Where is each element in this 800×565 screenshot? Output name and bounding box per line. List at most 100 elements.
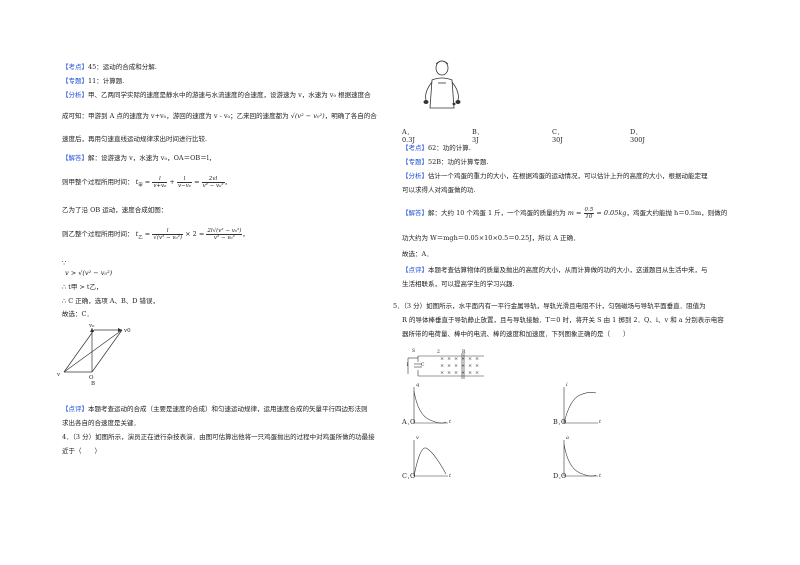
circuit-label-1: 1 [406,363,409,368]
yi-sub: 乙 [138,235,143,241]
field-mark: × [440,370,445,376]
r-jieda-text-1a: 解：大约 10 个鸡蛋 1 斤，一个鸡蛋的质量约为 [428,209,566,217]
yi-frac-2: 2l√(v² − v₀²)v² − v₀² [206,228,243,241]
jieda-tag: 【解答】 [62,154,88,162]
field-mark: × [447,356,452,362]
fig-label-o: O [89,375,94,381]
field-mark: × [468,356,473,362]
yi-intro: 乙为了沿 OB 运动，速度合成如图： [62,206,168,214]
conclusion-text: ∴ C 正确，选项 A、B、D 错误， [62,297,160,305]
dianping-tag: 【点评】 [62,405,88,413]
velocity-parallelogram-figure [63,328,123,373]
field-mark: × [461,356,466,362]
field-mark: × [454,370,459,376]
zhuanti-text: 11：计算题. [88,77,125,85]
circuit-label-2: 2 [437,350,440,355]
graph-d-origin: O [561,472,567,480]
field-mark: × [468,363,473,369]
graph-b-origin: O [561,418,567,426]
field-mark: × [475,370,480,376]
q4-option-c: C．30J [552,128,564,144]
yi-formula: 则乙整个过程所用时间： t乙 = l√(v² − v₀²) × 2 = 2l√(… [62,227,249,245]
q4-text-2: 近于（ ） [62,447,101,455]
circuit-label-s: S [412,349,416,354]
jia-t: t [135,178,139,186]
r-jieda-mval: = 0.05kg [596,209,627,217]
r-jieda-text-1b: ，鸡蛋大约能抛 h＝0.5m，则做的 [626,209,728,217]
r-dianping-text-2: 生活相联系，可以提高学生的学习兴趣. [402,280,515,288]
fig-label-v0: v0 [124,328,131,334]
graph-d-xlabel: t [599,473,602,479]
therefore-text: ∴ t甲 > t乙， [62,283,103,291]
kaodian-line: 【考点】45：运动的合成和分解. [62,63,157,71]
r-fenxi-line-2: 可以求得人对鸡蛋做的功. [402,186,476,194]
fenxi-text-3: 速度后，再用匀速直线运动规律求出时间进行比较. [62,135,208,143]
field-mark: × [440,356,445,362]
graph-c-letter: C． [402,472,414,480]
fenxi-sqrt-expr: √(v² − v₀²) [290,112,325,120]
juggler-figure [423,60,461,109]
field-mark: × [461,363,466,369]
field-mark: × [454,363,459,369]
graph-c-ylabel: v [416,435,419,441]
graph-b-ylabel: i [566,382,568,388]
graph-d-letter: D． [553,472,565,480]
yi-frac-1: l√(v² − v₀²) [152,228,184,241]
graph-c-origin: O [410,472,416,480]
graph-c [413,440,448,477]
field-mark: × [468,370,473,376]
jia-sub: 甲 [138,183,143,189]
yi-label: 则乙整个过程所用时间： [62,230,134,238]
yi-frac-2-den: v² − v₀² [213,234,235,241]
field-mark: × [454,356,459,362]
r-jieda-text-2: 功大约为 W＝mgh＝0.05×10×0.5＝0.25J，所以 A 正确． [402,234,580,242]
r-dianping-tag: 【点评】 [402,266,428,274]
r-dianping-text-1: 本题考查估算物体的质量及抛出的高度的大小，从而计算做的功的大小，这道题目从生活中… [428,266,708,274]
jia-label: 则甲整个过程所用时间： [62,178,134,186]
conclusion-line: ∴ C 正确，选项 A、B、D 错误， [62,297,159,305]
graph-b-letter: B． [553,418,565,426]
kaodian-tag: 【考点】 [62,63,88,71]
q4-option-d: D．300J [630,128,646,144]
dianping-text-1: 本题考查运动的合成（主要是速度的合成）和匀速运动规律，运用速度合成的矢量平行四边… [88,405,368,413]
fenxi-text-2b: ，明确了各自的合 [324,112,377,120]
yi-frac-1-den: √(v² − v₀²) [153,234,183,241]
r-jieda-frac-den: 10 [585,213,593,220]
r-kaodian-text: 62：功的计算. [428,144,471,152]
yi-eq: = [144,230,151,238]
r-zhuanti-tag: 【专题】 [402,158,428,166]
because-line: ∵ v > √(v² − v₀²) [62,258,112,278]
fenxi-line-3: 速度后，再用匀速直线运动规律求出时间进行比较. [62,135,207,143]
jieda-line-1: 【解答】解：设游速为 v，水速为 v₀，OA＝OB＝l， [62,154,215,162]
fig-label-v0top: v₀ [89,323,95,329]
guxuan-text-left: 故选：C． [62,310,93,318]
graph-a-letter: A． [402,418,414,426]
zhuanti-line: 【专题】11：计算题. [62,77,124,85]
field-mark: × [447,363,452,369]
q4-text-1: 4．（3 分）如图所示，演员正在进行杂技表演．由图可估算出他将一只鸡蛋抛出的过程… [62,433,375,441]
dianping-line-1: 【点评】本题考查运动的合成（主要是速度的合成）和匀速运动规律，运用速度合成的矢量… [62,405,368,413]
field-mark: × [440,363,445,369]
graph-b-xlabel: t [599,419,602,425]
r-zhuanti-line: 【专题】52B：功的计算专题. [402,158,489,166]
graph-a [413,387,448,424]
r-zhuanti-text: 52B：功的计算专题. [428,158,489,166]
fenxi-line-1: 【分析】甲、乙两同学实际的速度是静水中的游速与水流速度的合速度，设游速为 v，水… [62,91,371,99]
yi-t: t [135,230,139,238]
jia-eq-2: = [194,178,200,186]
r-jieda-line-2: 功大约为 W＝mgh＝0.05×10×0.5＝0.25J，所以 A 正确． [402,234,580,242]
yi-end: ， [242,230,249,238]
field-mark: × [461,370,466,376]
fenxi-text-1: 甲、乙两同学实际的速度是静水中的游速与水流速度的合速度，设游速为 v，水速为 v… [88,91,371,99]
guxuan-line-right: 故选：A． [402,250,433,258]
circuit-label-r: R [462,350,466,355]
field-mark: × [475,363,480,369]
graph-d-ylabel: a [566,435,569,441]
field-mark: × [475,356,480,362]
graph-a-xlabel: t [449,419,452,425]
r-kaodian-line: 【考点】62：功的计算. [402,144,471,152]
therefore-line: ∴ t甲 > t乙， [62,283,103,291]
yi-intro-line: 乙为了沿 OB 运动，速度合成如图： [62,206,167,214]
r-kaodian-tag: 【考点】 [402,144,428,152]
